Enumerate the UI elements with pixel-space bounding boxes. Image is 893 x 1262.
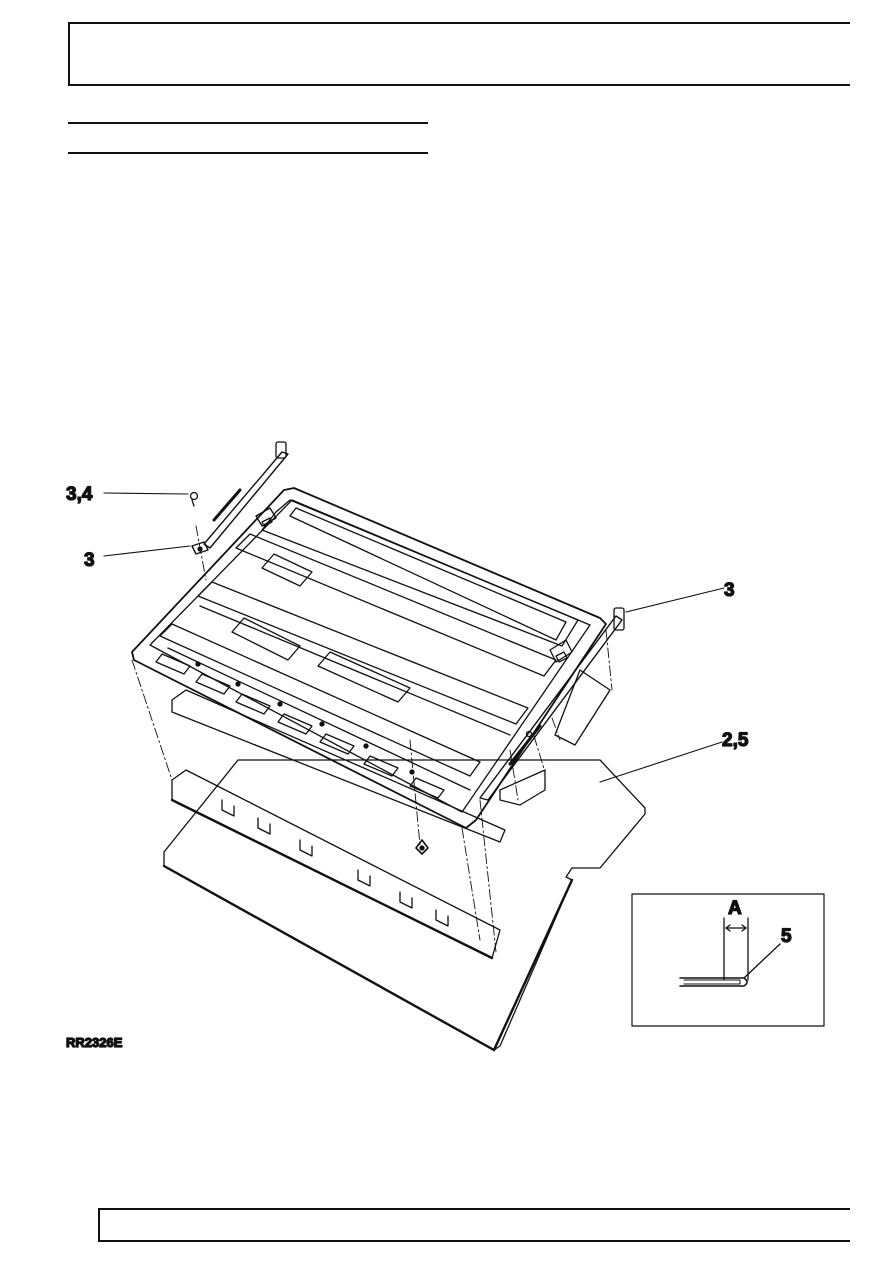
retaining-clip [415, 839, 429, 855]
callout-3-left: 3 [84, 550, 95, 571]
vent-slots [155, 653, 445, 799]
figure-reference-code: RR2326E [66, 1035, 123, 1050]
inset-detail: A 5 [631, 893, 825, 1027]
middle-liner-panels [171, 669, 611, 843]
callout-3-4: 3,4 [66, 484, 93, 505]
callout-2-5: 2,5 [722, 730, 749, 751]
title-rule-bottom [68, 152, 428, 154]
front-liner-strip [170, 769, 501, 960]
header-box [68, 22, 850, 86]
floor-liner-panel [162, 759, 646, 1052]
frame-outline [131, 487, 607, 829]
leader-lines [103, 492, 725, 783]
left-gas-strut [189, 441, 289, 555]
inset-dimension-a: A [728, 898, 742, 919]
footer-box [98, 1208, 850, 1242]
hinge-brackets [255, 507, 573, 663]
title-rule-top [68, 122, 428, 124]
callout-3-right: 3 [724, 580, 735, 601]
inset-callout-5: 5 [781, 926, 792, 947]
right-gas-strut [479, 607, 625, 801]
